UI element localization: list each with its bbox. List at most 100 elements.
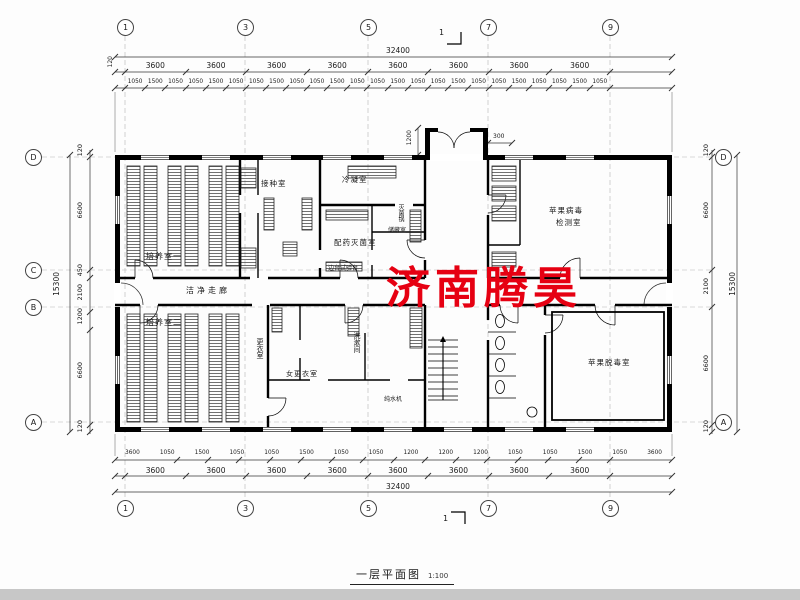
dim-label: 1500 xyxy=(390,79,406,85)
room-label-virus-line2: 检测室 xyxy=(556,218,582,227)
dim-label: 1050 xyxy=(491,79,507,85)
dim-label: 1050 xyxy=(430,79,446,85)
dim-entry-offset: 300 xyxy=(493,133,505,140)
dim-label: 1200 xyxy=(473,450,488,456)
dim-label: 3600 xyxy=(647,450,662,456)
dim-label: 3600 xyxy=(570,61,590,70)
fixtures xyxy=(126,165,517,423)
dimension-lines xyxy=(69,56,738,493)
dim-label: 1050 xyxy=(551,79,567,85)
axis-bottom-7: 7 xyxy=(480,500,497,517)
axis-top-9: 9 xyxy=(602,19,619,36)
dim-label: 1050 xyxy=(127,79,143,85)
dim-label: 3600 xyxy=(327,61,347,70)
wc-fixtures xyxy=(488,314,538,418)
dim-label: 3600 xyxy=(448,466,468,475)
axis-left-a: A xyxy=(25,414,42,431)
axis-right-a: A xyxy=(715,414,732,431)
dim-right-4: 120 xyxy=(702,420,710,433)
dim-row-top-sub: 1050 1500 1050 1050 1500 1050 1050 1500 1050 1050… xyxy=(125,79,610,85)
watermark: 济南腾昊 xyxy=(386,263,582,314)
room-label-inoculation: 接种室 xyxy=(261,179,287,188)
stairs xyxy=(428,336,458,401)
dim-overall-height-right: 15300 xyxy=(728,272,737,296)
dim-label: 1200 xyxy=(438,450,454,456)
dim-left-6: 120 xyxy=(76,420,84,433)
dim-left-0: 120 xyxy=(76,144,84,157)
dim-right-1: 6600 xyxy=(702,202,710,219)
dim-label: 1500 xyxy=(269,79,284,85)
room-label-changing-women: 女更衣室 xyxy=(286,370,318,378)
dim-label: 3600 xyxy=(206,61,226,70)
dim-left-4: 1200 xyxy=(76,308,84,325)
room-label-culture2: 培养室二 xyxy=(146,318,182,327)
dim-label: 3600 xyxy=(327,466,347,475)
dim-label: 1050 xyxy=(289,79,305,85)
dim-label: 3600 xyxy=(206,466,226,475)
dim-label: 3600 xyxy=(509,466,529,475)
axis-left-d: D xyxy=(25,149,42,166)
dim-label: 3600 xyxy=(267,466,287,475)
drawing-scale: 1:100 xyxy=(428,572,449,580)
dim-label: 1050 xyxy=(229,450,245,456)
dim-label: 1500 xyxy=(572,79,587,85)
dim-label: 3600 xyxy=(448,61,468,70)
axis-left-b: B xyxy=(25,299,42,316)
dim-label: 3600 xyxy=(388,61,408,70)
axis-bottom-5: 5 xyxy=(360,500,377,517)
dim-label: 1500 xyxy=(577,450,593,456)
dim-edge-top: 120 xyxy=(107,56,114,68)
room-label-detox: 苹果脱毒室 xyxy=(588,358,631,367)
dim-label: 1500 xyxy=(450,79,466,85)
axis-bottom-3: 3 xyxy=(237,500,254,517)
dim-label: 1050 xyxy=(542,450,558,456)
drawing-title-block: 一层平面图 1:100 xyxy=(350,566,455,585)
dim-label: 1050 xyxy=(228,79,244,85)
dim-label: 1050 xyxy=(410,79,426,85)
dim-label: 1050 xyxy=(248,79,264,85)
dim-overall-height-left: 15300 xyxy=(52,272,61,296)
dim-label: 1050 xyxy=(592,79,608,85)
axis-top-1: 1 xyxy=(117,19,134,36)
dim-label: 1050 xyxy=(370,79,385,85)
room-label-pure-water: 纯水机 xyxy=(384,396,403,403)
dim-label: 1050 xyxy=(333,450,349,456)
dim-label: 1500 xyxy=(329,79,345,85)
axis-left-c: C xyxy=(25,262,42,279)
room-label-condensing: 冷凝室 xyxy=(342,175,368,184)
dim-left-3: 2100 xyxy=(76,284,84,301)
dim-label: 1050 xyxy=(368,450,384,456)
dim-label: 3600 xyxy=(145,466,165,475)
dim-left-2: 450 xyxy=(76,264,84,277)
axis-top-3: 3 xyxy=(237,19,254,36)
bottom-strip xyxy=(0,589,800,600)
dim-right-3: 6600 xyxy=(702,355,710,372)
dim-right-2: 2100 xyxy=(702,278,710,295)
dim-label: 1200 xyxy=(403,450,419,456)
dim-label: 3600 xyxy=(267,61,287,70)
dim-label: 1500 xyxy=(511,79,527,85)
section-mark-top: 1 xyxy=(439,28,445,37)
axis-right-d: D xyxy=(715,149,732,166)
dim-label: 1500 xyxy=(208,79,224,85)
drawing-title: 一层平面图 xyxy=(356,568,421,581)
room-label-autoclave: 灭菌锅 xyxy=(397,204,404,222)
axis-bottom-9: 9 xyxy=(602,500,619,517)
section-markers xyxy=(447,32,466,524)
dim-label: 3600 xyxy=(145,61,165,70)
dim-left-5: 6600 xyxy=(76,362,84,379)
dim-overall-width-bottom: 32400 xyxy=(386,482,410,491)
room-label-dispensary: 配药灭菌室 xyxy=(334,238,377,247)
room-label-corridor: 洁净走廊 xyxy=(186,286,230,295)
dim-label: 1050 xyxy=(612,450,628,456)
dim-left-1: 6600 xyxy=(76,202,84,219)
dim-label: 1050 xyxy=(471,79,486,85)
dim-label: 3600 xyxy=(570,466,590,475)
room-label-virus-line1: 苹果病毒 xyxy=(549,206,583,215)
dim-label: 3600 xyxy=(388,466,408,475)
section-mark-bottom: 1 xyxy=(443,514,449,523)
